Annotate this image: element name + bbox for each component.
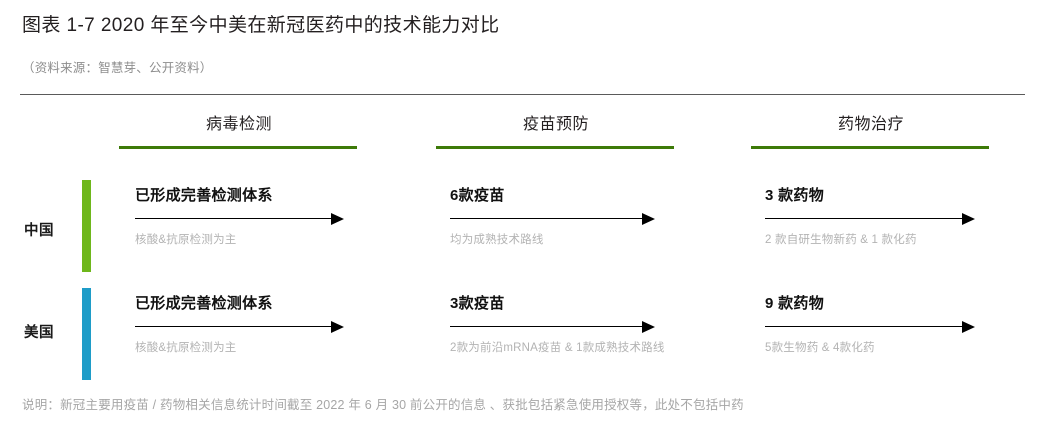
cell-subtext: 均为成熟技术路线 (450, 233, 544, 246)
source-note: （资料来源：智慧芽、公开资料） (22, 61, 213, 75)
page-title: 图表 1-7 2020 年至今中美在新冠医药中的技术能力对比 (22, 15, 500, 36)
row-accent-bar-usa (82, 288, 91, 380)
cell-usa-virus-detection: 已形成完善检测体系 核酸&抗原检测为主 (135, 295, 385, 357)
cell-headline: 3款疫苗 (450, 295, 505, 312)
arrow-right-icon (450, 212, 700, 226)
cell-subtext: 核酸&抗原检测为主 (135, 233, 237, 246)
row-label-china: 中国 (24, 223, 54, 239)
cell-china-drug-treatment: 3 款药物 2 款自研生物新药 & 1 款化药 (765, 187, 1015, 249)
cell-subtext: 2 款自研生物新药 & 1 款化药 (765, 233, 917, 246)
column-header-rule (436, 146, 674, 149)
arrow-right-icon (765, 212, 1015, 226)
row-accent-bar-china (82, 180, 91, 272)
cell-china-virus-detection: 已形成完善检测体系 核酸&抗原检测为主 (135, 187, 385, 249)
column-header-rule (119, 146, 357, 149)
column-header-label: 疫苗预防 (522, 116, 589, 133)
cell-subtext: 5款生物药 & 4款化药 (765, 341, 875, 354)
column-header-virus-detection: 病毒检测 (119, 110, 359, 149)
cell-headline: 3 款药物 (765, 187, 825, 204)
column-header-rule (751, 146, 989, 149)
arrow-right-icon (135, 212, 385, 226)
footnote: 说明：新冠主要用疫苗 / 药物相关信息统计时间截至 2022 年 6 月 30 … (22, 398, 744, 412)
cell-subtext: 核酸&抗原检测为主 (135, 341, 237, 354)
cell-china-vaccine-prevention: 6款疫苗 均为成熟技术路线 (450, 187, 700, 249)
cell-headline: 已形成完善检测体系 (135, 295, 273, 312)
cell-usa-vaccine-prevention: 3款疫苗 2款为前沿mRNA疫苗 & 1款成熟技术路线 (450, 295, 700, 357)
column-header-label: 药物治疗 (837, 116, 904, 133)
cell-headline: 6款疫苗 (450, 187, 505, 204)
cell-subtext: 2款为前沿mRNA疫苗 & 1款成熟技术路线 (450, 341, 665, 354)
arrow-right-icon (765, 320, 1015, 334)
column-header-label: 病毒检测 (205, 116, 272, 133)
cell-usa-drug-treatment: 9 款药物 5款生物药 & 4款化药 (765, 295, 1015, 357)
column-header-drug-treatment: 药物治疗 (751, 110, 991, 149)
header-divider (20, 94, 1025, 95)
arrow-right-icon (135, 320, 385, 334)
cell-headline: 9 款药物 (765, 295, 825, 312)
cell-headline: 已形成完善检测体系 (135, 187, 273, 204)
row-label-usa: 美国 (24, 325, 54, 341)
arrow-right-icon (450, 320, 700, 334)
column-header-vaccine-prevention: 疫苗预防 (436, 110, 676, 149)
